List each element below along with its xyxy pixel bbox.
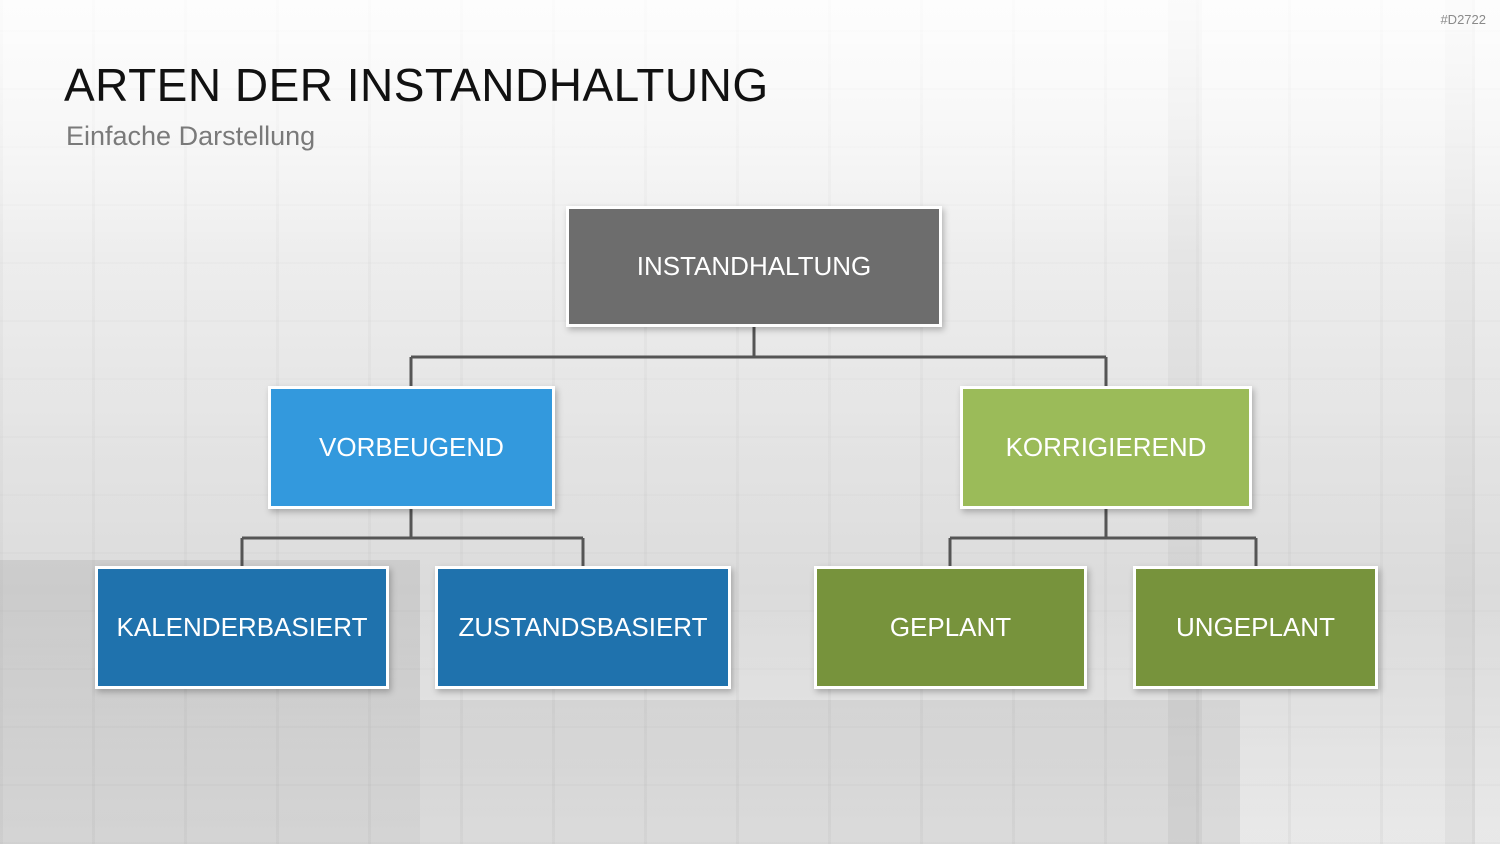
- node-label: VORBEUGEND: [319, 432, 504, 463]
- node-zustandsbasiert: ZUSTANDSBASIERT: [435, 566, 731, 689]
- node-kalenderbasiert: KALENDERBASIERT: [95, 566, 389, 689]
- node-label: KORRIGIEREND: [1006, 432, 1207, 463]
- connector-root-branches: [411, 327, 1106, 386]
- node-geplant: GEPLANT: [814, 566, 1087, 689]
- node-label: INSTANDHALTUNG: [637, 251, 872, 282]
- node-label: UNGEPLANT: [1176, 612, 1335, 643]
- node-korrigierend: KORRIGIEREND: [960, 386, 1252, 509]
- node-label: KALENDERBASIERT: [117, 612, 368, 643]
- node-vorbeugend: VORBEUGEND: [268, 386, 555, 509]
- node-label: ZUSTANDSBASIERT: [459, 612, 708, 643]
- node-label: GEPLANT: [890, 612, 1011, 643]
- connector-korrigierend-children: [950, 509, 1256, 566]
- node-instandhaltung: INSTANDHALTUNG: [566, 206, 942, 327]
- node-ungeplant: UNGEPLANT: [1133, 566, 1378, 689]
- connector-vorbeugend-children: [242, 509, 583, 566]
